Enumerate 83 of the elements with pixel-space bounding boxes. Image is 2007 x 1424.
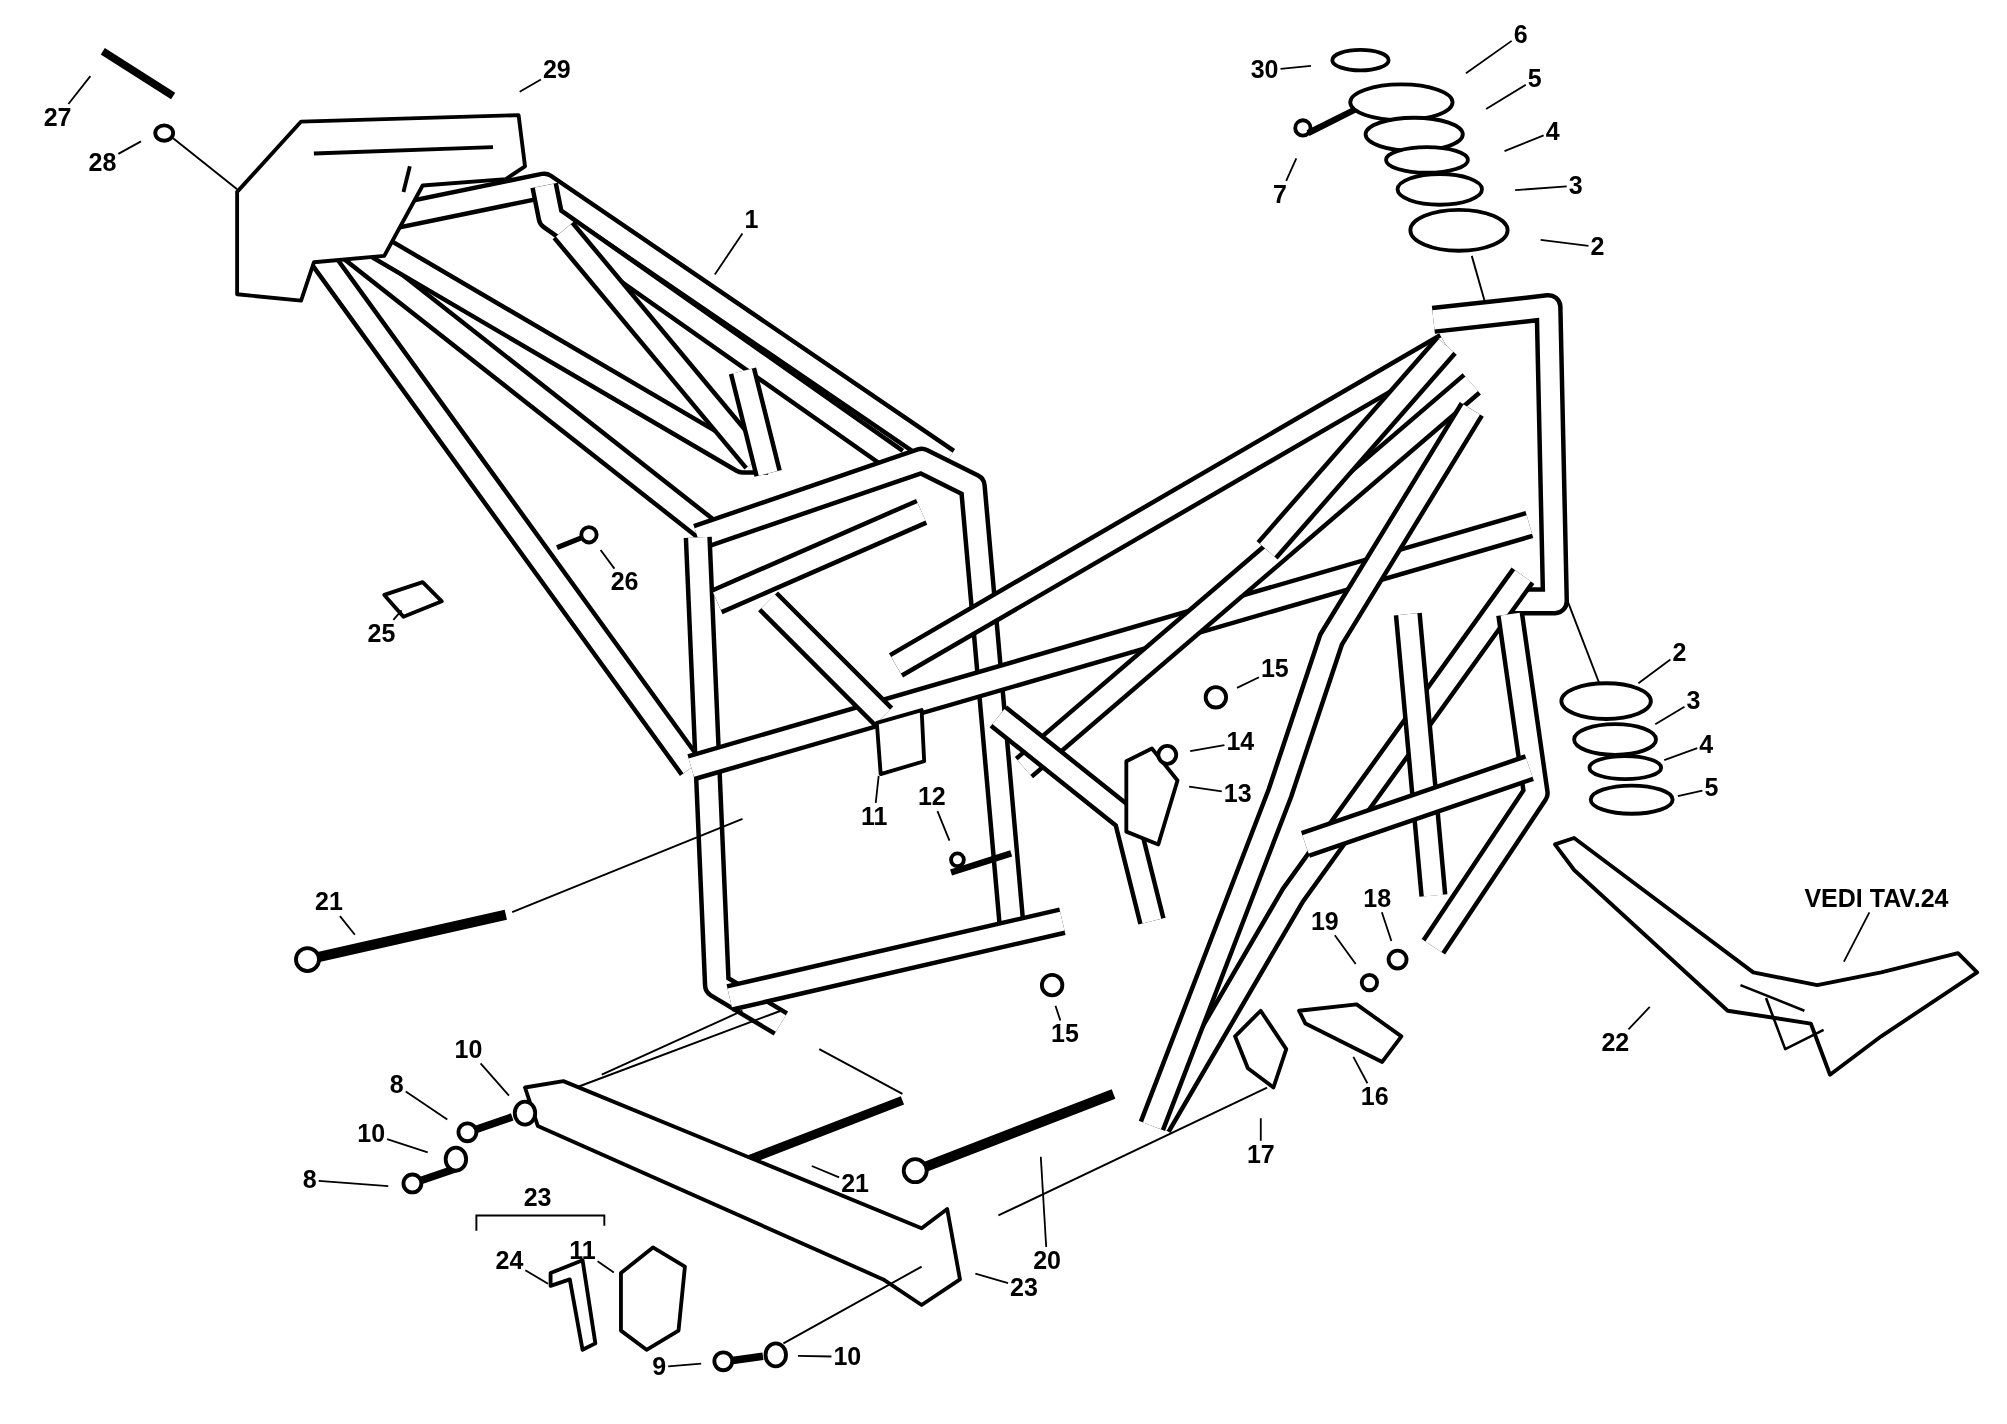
leader-line xyxy=(1039,1155,1048,1248)
leader-line xyxy=(667,1362,703,1368)
leader-line xyxy=(599,549,616,570)
callout-number: 15 xyxy=(1258,655,1291,684)
callout-number: 11 xyxy=(859,802,890,831)
callout-number: 23 xyxy=(1008,1273,1040,1302)
callout-number: 13 xyxy=(1221,779,1254,808)
callout-number: 29 xyxy=(540,56,573,85)
leader-line xyxy=(1189,744,1226,753)
callout-number: 10 xyxy=(355,1120,388,1148)
leader-line xyxy=(1352,1056,1369,1085)
leader-line xyxy=(974,1272,1009,1284)
callout-number: 15 xyxy=(1049,1020,1081,1048)
leader-line xyxy=(339,915,356,936)
leader-line xyxy=(518,78,542,93)
leader-line xyxy=(1465,40,1513,75)
leader-line xyxy=(1627,1006,1651,1031)
callout-number: 21 xyxy=(313,888,345,917)
callout-number: 20 xyxy=(1031,1247,1063,1275)
leader-line xyxy=(1539,238,1590,247)
leader-line xyxy=(874,774,880,804)
leader-line xyxy=(1236,676,1260,689)
callout-number: 4 xyxy=(1697,731,1716,759)
callout-number: 30 xyxy=(1248,56,1281,85)
callout-number: 2 xyxy=(1588,233,1607,261)
leader-line xyxy=(1380,911,1393,942)
leader-line xyxy=(479,1062,510,1097)
callout-number: 26 xyxy=(608,568,641,597)
leader-line xyxy=(1333,934,1357,965)
leader-line xyxy=(1637,658,1672,685)
leader-line xyxy=(596,1260,615,1274)
callout-number: 11 xyxy=(567,1236,598,1265)
leader-line xyxy=(1654,705,1686,726)
callout-number: 24 xyxy=(493,1247,526,1275)
callout-number: 14 xyxy=(1224,728,1257,757)
leader-line xyxy=(404,1090,449,1121)
leader-line xyxy=(1663,747,1699,761)
callout-number: 23 xyxy=(522,1184,553,1212)
callout-number: 4 xyxy=(1543,118,1562,146)
leader-line xyxy=(524,1269,549,1285)
callout-number: VEDI TAV.24 xyxy=(1802,884,1951,913)
leader-line xyxy=(1676,789,1704,798)
leader-line xyxy=(713,232,744,276)
callout-number: 25 xyxy=(365,619,398,648)
leader-line xyxy=(392,609,403,621)
callout-number: 1 xyxy=(742,206,761,234)
callout-number: 19 xyxy=(1308,907,1341,936)
callout-number: 8 xyxy=(387,1071,406,1100)
leader-line xyxy=(1285,157,1298,182)
callout-number: 3 xyxy=(1566,171,1585,200)
callout-number: 21 xyxy=(839,1170,871,1198)
leader-line xyxy=(1485,83,1527,110)
callout-number: 22 xyxy=(1599,1029,1632,1057)
leader-line xyxy=(936,810,951,842)
leader-line xyxy=(1259,1117,1262,1142)
callout-number: 28 xyxy=(86,148,119,177)
callout-number: 17 xyxy=(1244,1140,1277,1169)
callout-number: 3 xyxy=(1684,687,1703,716)
callout-number: 8 xyxy=(300,1166,319,1194)
leader-line xyxy=(1514,185,1568,192)
callout-number: 12 xyxy=(915,783,948,812)
leader-line xyxy=(797,1355,833,1358)
callout-number: 5 xyxy=(1525,65,1544,94)
callout-number: 27 xyxy=(41,104,74,132)
leader-line xyxy=(317,1179,390,1187)
leader-line xyxy=(1054,1004,1062,1022)
leader-line xyxy=(810,1165,841,1179)
leader-line xyxy=(117,140,142,155)
leader-line xyxy=(67,75,92,105)
callout-number: 9 xyxy=(650,1353,669,1381)
callout-number: 6 xyxy=(1511,20,1530,49)
callout-number: 18 xyxy=(1361,884,1394,913)
leader-line xyxy=(1843,911,1871,963)
callout-number: 10 xyxy=(831,1343,864,1371)
callout-number: 2 xyxy=(1670,639,1689,667)
leader-line xyxy=(1503,134,1545,152)
callout-number: 16 xyxy=(1358,1083,1391,1111)
leader-line xyxy=(1279,65,1312,70)
callout-number: 5 xyxy=(1702,774,1721,803)
callout-number: 10 xyxy=(452,1035,485,1064)
leader-line xyxy=(386,1138,429,1154)
callout-number: 7 xyxy=(1271,180,1289,209)
leader-line xyxy=(1188,785,1223,793)
